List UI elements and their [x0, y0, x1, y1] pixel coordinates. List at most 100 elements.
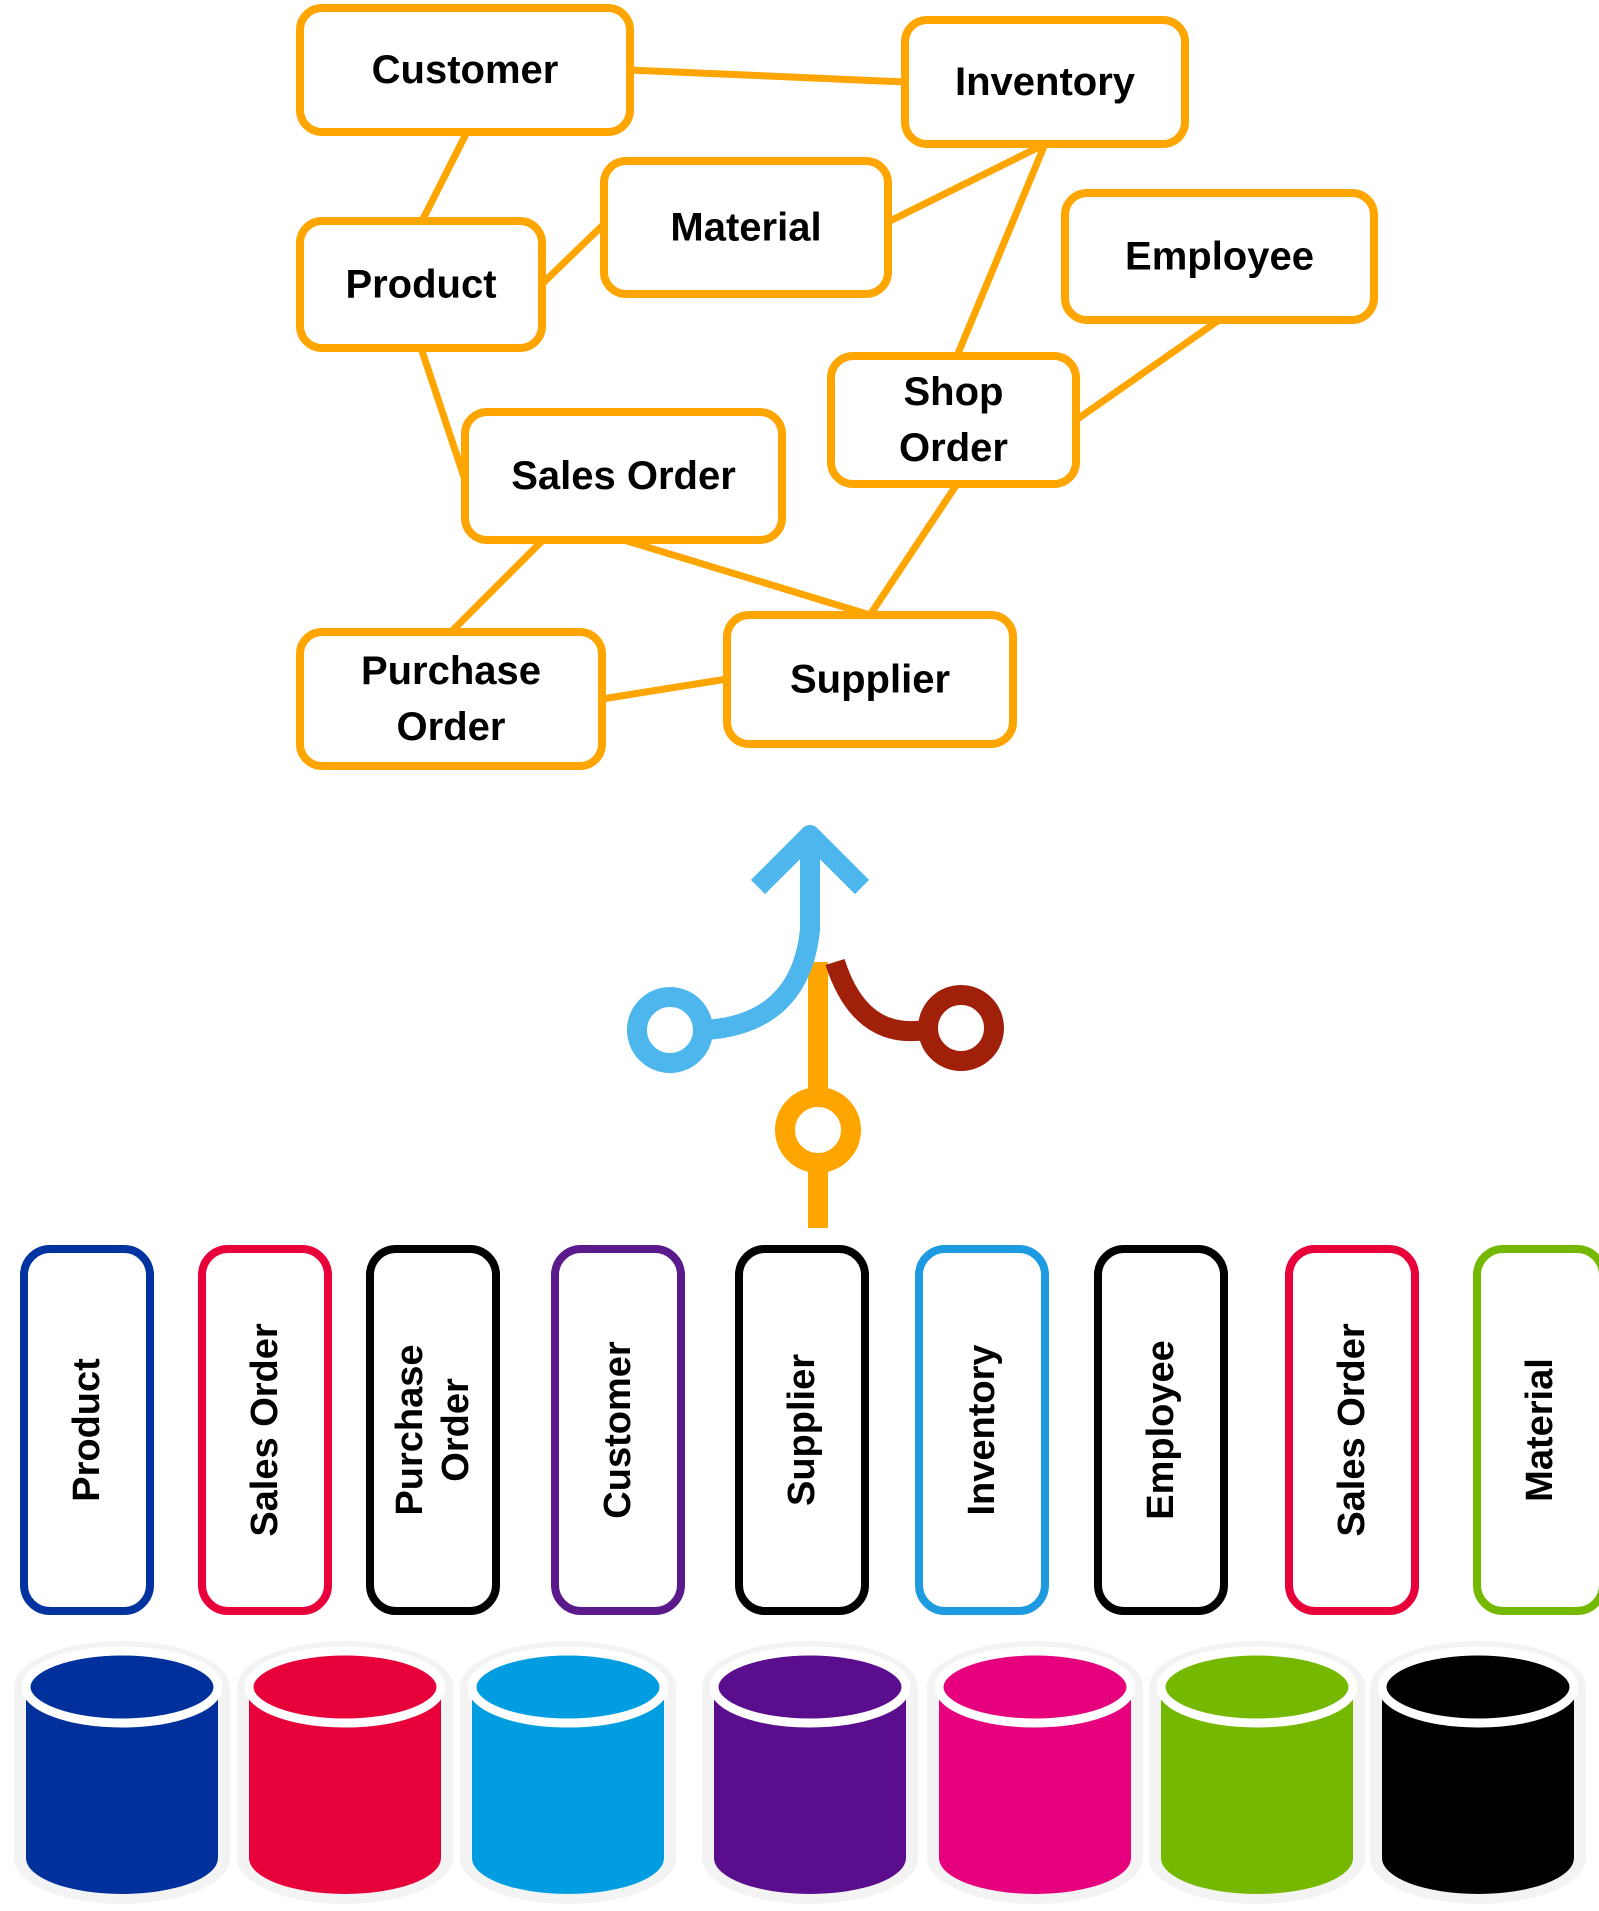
- silo-label-group: Sales Order: [244, 1323, 286, 1537]
- node-box: [901, 16, 1189, 148]
- red-branch: [825, 958, 927, 1042]
- cylinder-body: [26, 1687, 218, 1894]
- silo-material: Material: [1473, 1245, 1599, 1615]
- db-7-cylinder-icon: [1370, 1641, 1586, 1904]
- silo-label: Sales Order: [244, 1323, 286, 1537]
- node-box: [296, 628, 606, 770]
- silo-label-group: Customer: [597, 1341, 639, 1519]
- node-label: Shop: [904, 370, 1004, 414]
- merge-arrow-icon: [627, 825, 1004, 1228]
- silo-box: [551, 1245, 685, 1615]
- cylinder-body: [1382, 1687, 1574, 1894]
- graph-edges: [417, 66, 1223, 703]
- node-box: [296, 217, 546, 352]
- node-box: [296, 4, 634, 136]
- silo-box: [735, 1245, 869, 1615]
- cylinder-top: [21, 1646, 223, 1728]
- silo-employee: Employee: [1094, 1245, 1228, 1615]
- node-label: Customer: [372, 48, 559, 92]
- silo-box: [198, 1245, 332, 1615]
- cylinder-top: [1377, 1646, 1579, 1728]
- node-label: Purchase: [361, 649, 541, 693]
- edge-sales_order-supplier: [620, 536, 874, 619]
- silo-inventory: Inventory: [915, 1245, 1049, 1615]
- edge-employee-shop_order: [1072, 316, 1223, 424]
- database-cylinders: [14, 1641, 1586, 1904]
- silo-box: [366, 1245, 500, 1615]
- silo-box: [915, 1245, 1049, 1615]
- red-node-icon: [918, 985, 1004, 1071]
- arrow-head-icon: [750, 825, 870, 895]
- node-material: Material: [600, 157, 892, 298]
- silo-product: Product: [20, 1245, 154, 1615]
- silo-label-group: Inventory: [961, 1344, 1003, 1515]
- node-label: Supplier: [790, 658, 950, 702]
- cylinder-top: [1156, 1646, 1358, 1728]
- db-2-cylinder-icon: [237, 1641, 453, 1904]
- silo-sales-order-2: Sales Order: [1285, 1245, 1419, 1615]
- node-inventory: Inventory: [901, 16, 1189, 148]
- blue-branch: [704, 835, 820, 1040]
- silo-label: Purchase: [389, 1344, 431, 1515]
- silo-label: Material: [1519, 1358, 1561, 1502]
- blue-node-icon: [627, 987, 713, 1073]
- edge-sales_order-purchase_order: [447, 536, 547, 636]
- silo-customer: Customer: [551, 1245, 685, 1615]
- node-customer: Customer: [296, 4, 634, 136]
- silo-box: [20, 1245, 154, 1615]
- db-3-cylinder-icon: [460, 1641, 676, 1904]
- node-box: [827, 352, 1080, 488]
- cylinder-body: [714, 1687, 906, 1894]
- node-sales-order: Sales Order: [461, 408, 786, 544]
- silo-label-group: Supplier: [781, 1354, 823, 1506]
- silo-label: Employee: [1140, 1340, 1182, 1520]
- db-6-cylinder-icon: [1149, 1641, 1365, 1904]
- edge-inventory-shop_order: [953, 140, 1049, 360]
- node-product: Product: [296, 217, 546, 352]
- silo-label: Product: [66, 1358, 108, 1502]
- node-employee: Employee: [1061, 189, 1378, 324]
- cylinder-top: [467, 1646, 669, 1728]
- silo-label-group: Employee: [1140, 1340, 1182, 1520]
- edge-product-sales_order: [417, 344, 469, 484]
- silo-label-group: Material: [1519, 1358, 1561, 1502]
- silo-label-group: Sales Order: [1331, 1323, 1373, 1537]
- edge-material-inventory: [884, 140, 1049, 226]
- silo-sales-order-1: Sales Order: [198, 1245, 332, 1615]
- edge-purchase_order-supplier: [598, 675, 731, 703]
- silo-label: Order: [435, 1378, 477, 1482]
- silo-label: Customer: [597, 1341, 639, 1519]
- edge-shop_order-supplier: [866, 480, 961, 619]
- node-label: Inventory: [955, 60, 1136, 104]
- node-label: Sales Order: [511, 454, 736, 498]
- cylinder-body: [249, 1687, 441, 1894]
- edge-product-material: [538, 220, 608, 288]
- node-label: Employee: [1125, 235, 1314, 279]
- silo-label: Sales Order: [1331, 1323, 1373, 1537]
- db-5-cylinder-icon: [927, 1641, 1143, 1904]
- cylinder-top: [244, 1646, 446, 1728]
- node-box: [723, 611, 1017, 748]
- silo-box: [1473, 1245, 1599, 1615]
- silo-box: [1094, 1245, 1228, 1615]
- node-box: [1061, 189, 1378, 324]
- silo-box: [1285, 1245, 1419, 1615]
- silo-label: Inventory: [961, 1344, 1003, 1515]
- node-box: [461, 408, 786, 544]
- edge-customer-product: [418, 128, 471, 225]
- db-4-cylinder-icon: [702, 1641, 918, 1904]
- cylinder-top: [709, 1646, 911, 1728]
- cylinder-body: [1161, 1687, 1353, 1894]
- orange-node-icon: [775, 1087, 861, 1173]
- node-supplier: Supplier: [723, 611, 1017, 748]
- node-label: Product: [345, 263, 496, 307]
- node-box: [600, 157, 892, 298]
- edge-customer-inventory: [626, 66, 909, 86]
